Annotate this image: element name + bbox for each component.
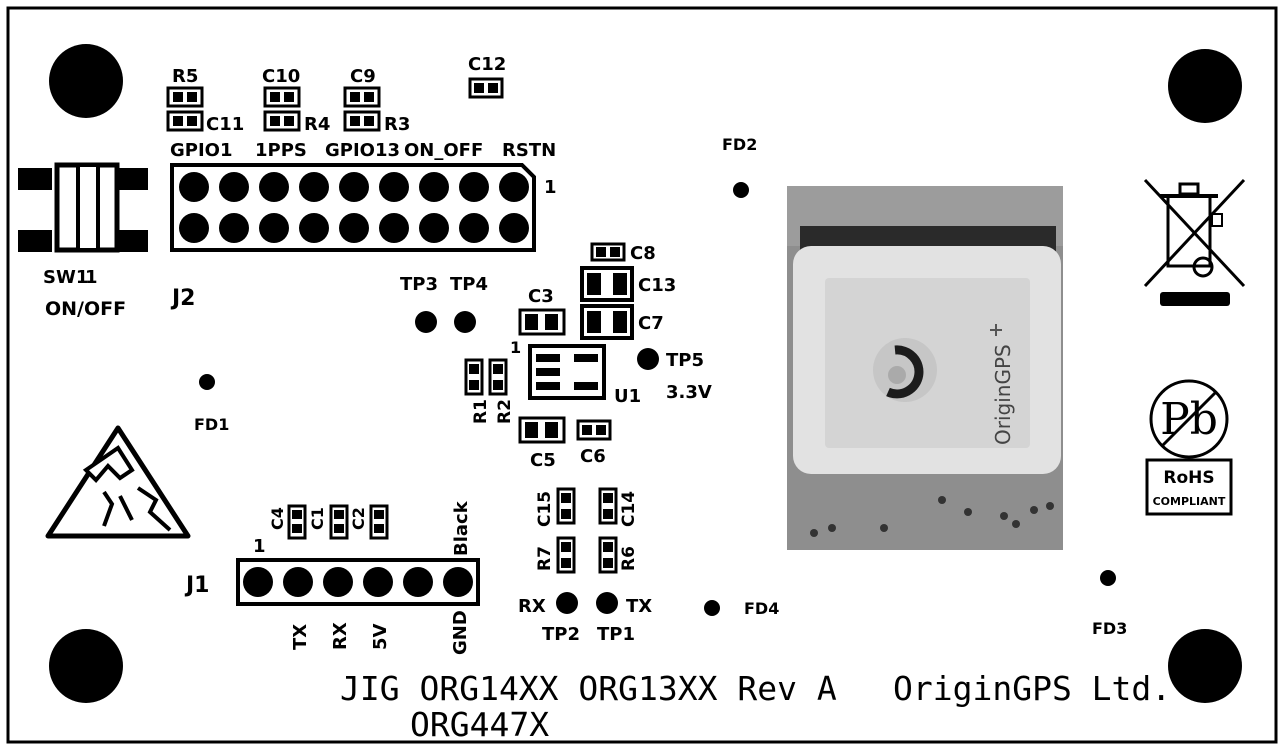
- rohs-label: RoHS: [1163, 468, 1214, 488]
- j1-signal-rx: RX: [330, 622, 351, 650]
- fiducial-fd4: [704, 600, 720, 616]
- tp2-label: TP2: [542, 624, 580, 645]
- tp1-label: TP1: [597, 624, 635, 645]
- ref-c2: C2: [349, 507, 368, 530]
- sw1-ref-label: SW1: [43, 267, 88, 288]
- ref-r3: R3: [384, 114, 410, 135]
- rohs-compliant-label: COMPLIANT: [1153, 495, 1226, 508]
- test-point-tp1: [596, 592, 618, 614]
- tp5-voltage-label: 3.3V: [666, 382, 712, 403]
- j2-pin1-marker: 1: [544, 177, 557, 198]
- ref-c3: C3: [528, 286, 554, 307]
- ref-c10: C10: [262, 66, 300, 87]
- esd-warning-icon: [45, 425, 191, 539]
- mounting-hole-bottom-right: [1168, 629, 1242, 703]
- fiducial-fd2: [733, 182, 749, 198]
- tp5-label: TP5: [666, 350, 704, 371]
- test-point-tp4: [454, 311, 476, 333]
- ref-c1: C1: [308, 507, 327, 530]
- company-name: OriginGPS Ltd.: [893, 669, 1171, 708]
- ref-r2: R2: [495, 399, 515, 424]
- test-point-tp3: [415, 311, 437, 333]
- ref-c5: C5: [530, 450, 556, 471]
- mounting-hole-top-left: [49, 44, 123, 118]
- ref-c11: C11: [206, 114, 244, 135]
- gps-module-brand: OriginGPS: [991, 344, 1015, 445]
- j1-signal-gnd: GND: [450, 610, 471, 655]
- mounting-hole-top-right: [1168, 49, 1242, 123]
- weee-crossed-bin-icon: [1143, 178, 1246, 306]
- board-outline: [6, 6, 1278, 744]
- board-variant: ORG447X: [410, 705, 549, 744]
- test-point-tp5: [637, 348, 659, 370]
- j2-signal-on-off: ON_OFF: [404, 140, 483, 161]
- fiducial-fd4-label: FD4: [744, 599, 779, 618]
- fiducial-fd3: [1100, 570, 1116, 586]
- fiducial-fd3-label: FD3: [1092, 619, 1127, 638]
- smd-pads-center: [464, 242, 634, 574]
- ref-r5: R5: [172, 66, 198, 87]
- switch-sw1: [18, 162, 148, 253]
- smd-pads-j1: [287, 504, 389, 540]
- fiducial-fd1-label: FD1: [194, 415, 229, 434]
- j1-signal-5v: 5V: [370, 623, 391, 650]
- ref-c6: C6: [580, 446, 606, 467]
- ref-c15: C15: [535, 491, 555, 527]
- j1-signal-tx: TX: [290, 624, 311, 650]
- ref-r4: R4: [304, 114, 330, 135]
- tp1-tx-label: TX: [626, 596, 652, 617]
- board-title: JIG ORG14XX ORG13XX Rev A: [340, 669, 837, 708]
- tp3-label: TP3: [400, 274, 438, 295]
- ref-r7: R7: [535, 546, 555, 571]
- mounting-hole-bottom-left: [49, 629, 123, 703]
- sw1-function-label: ON/OFF: [45, 298, 126, 320]
- j2-signal-rstn: RSTN: [502, 140, 556, 161]
- j1-ref-label: J1: [184, 573, 210, 598]
- ref-c8: C8: [630, 243, 656, 264]
- gps-module: OriginGPS: [787, 186, 1063, 550]
- ref-c14: C14: [619, 491, 639, 527]
- ref-c7: C7: [638, 313, 664, 334]
- j2-signal-gpio13: GPIO13: [325, 140, 400, 161]
- u1-pin1-marker: 1: [510, 338, 521, 357]
- j2-ref-label: J2: [170, 286, 196, 311]
- tp2-rx-label: RX: [518, 596, 546, 617]
- fiducial-fd2-label: FD2: [722, 135, 757, 154]
- fiducial-fd1: [199, 374, 215, 390]
- j2-signal-1pps: 1PPS: [255, 140, 307, 161]
- ref-c13: C13: [638, 275, 676, 296]
- ref-r1: R1: [471, 399, 491, 424]
- rohs-pb-free-icon: Pb RoHS COMPLIANT: [1145, 379, 1233, 516]
- ref-r6: R6: [619, 546, 639, 571]
- test-point-tp2: [556, 592, 578, 614]
- tp4-label: TP4: [450, 274, 488, 295]
- j1-black-label: Black: [451, 500, 472, 556]
- smd-pads-top: [166, 77, 504, 132]
- ref-u1: U1: [614, 386, 641, 407]
- sw1-pin1-label: 1: [85, 267, 98, 288]
- ref-c9: C9: [350, 66, 376, 87]
- j2-signal-gpio1: GPIO1: [170, 140, 233, 161]
- connector-j2: [170, 163, 536, 252]
- connector-j1: [236, 558, 480, 606]
- j1-pin1-marker: 1: [253, 536, 266, 557]
- ref-c4: C4: [268, 507, 287, 530]
- ref-c12: C12: [468, 54, 506, 75]
